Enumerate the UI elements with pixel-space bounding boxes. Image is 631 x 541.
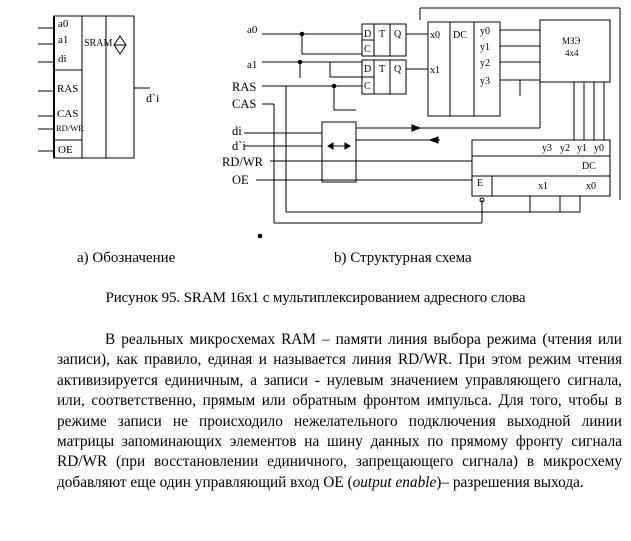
latch1-t: T: [379, 29, 385, 40]
sram-pin-a0: a0: [58, 18, 69, 30]
latch1-q: Q: [394, 29, 402, 40]
dc-top-y1: y1: [480, 42, 490, 53]
dc-top-y2: y2: [480, 58, 490, 69]
tristate-diamond-icon: [113, 35, 127, 55]
latch2-c: C: [364, 81, 371, 92]
sram-figure: a0 a1 di RAS CAS RD/WR OE SRAM d`i a0 a1…: [38, 7, 621, 266]
signal-a0: a0: [247, 24, 258, 36]
signal-dout: d`i: [232, 139, 246, 153]
signal-di: di: [232, 124, 242, 138]
sram-pin-rdwr: RD/WR: [56, 123, 84, 133]
signal-ras: RAS: [232, 80, 256, 94]
sram-symbol: [38, 15, 150, 159]
dc-bottom-x0: x0: [586, 181, 596, 192]
sram-pin-oe: OE: [58, 144, 73, 156]
dc-bottom-enable: E: [477, 178, 483, 189]
latch2-d: D: [364, 64, 371, 75]
dc-bottom-x1: x1: [538, 181, 548, 192]
sram-output-label: d`i: [146, 91, 160, 105]
dc-bottom-y2: y2: [560, 143, 570, 154]
dc-top-y0: y0: [480, 26, 490, 37]
figure-caption: Рисунок 95. SRAM 16x1 с мультиплексирова…: [105, 290, 526, 306]
signal-oe: OE: [232, 173, 249, 187]
paragraph-tail: )– разрешения выхода.: [436, 473, 584, 491]
dc-top-y3: y3: [480, 76, 490, 87]
dc-top-x1: x1: [430, 65, 440, 76]
dc-bottom-y3: y3: [542, 143, 552, 154]
sram-pin-cas: CAS: [57, 108, 78, 120]
body-paragraph: В реальных микросхемах RAM – памяти лини…: [57, 330, 622, 493]
signal-cas: CAS: [232, 97, 256, 111]
signal-a1: a1: [247, 59, 257, 71]
dc-bottom-y0: y0: [594, 143, 604, 154]
dc-top-x0: x0: [430, 30, 440, 41]
dc-bottom-y1: y1: [577, 143, 587, 154]
mze-title: МЗЭ: [562, 36, 581, 46]
subtitle-designation: a) Обозначение: [77, 250, 176, 266]
sram-pin-ras: RAS: [57, 83, 78, 95]
latch2-q: Q: [394, 64, 402, 75]
subtitle-structure: b) Структурная схема: [334, 250, 472, 266]
dc-bottom-title: DC: [582, 161, 596, 172]
mze-size: 4x4: [565, 48, 579, 58]
sram-pin-a1: a1: [58, 34, 68, 46]
latch1-d: D: [364, 29, 371, 40]
dc-top-title: DC: [453, 30, 467, 41]
sram-pin-di: di: [58, 53, 67, 65]
sram-title: SRAM: [84, 38, 112, 49]
latch1-c: C: [364, 44, 371, 55]
paragraph-text: В реальных микросхемах RAM – памяти лини…: [57, 331, 622, 491]
structural-scheme: [244, 7, 621, 239]
latch2-t: T: [379, 64, 385, 75]
paragraph-em: output enable: [352, 473, 437, 491]
signal-rdwr: RD/WR: [222, 155, 264, 169]
